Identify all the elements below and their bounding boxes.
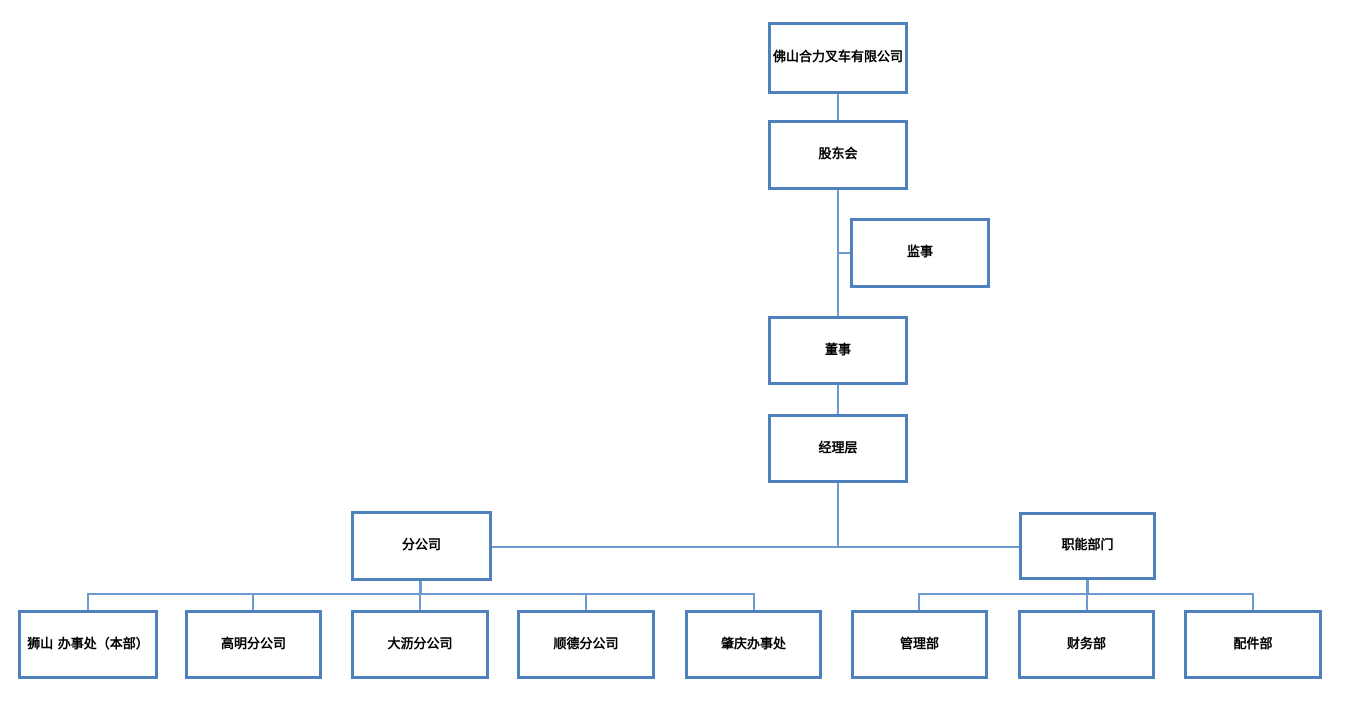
org-node-supervisor: 监事: [850, 218, 990, 288]
org-node-dali-label: 大沥分公司: [387, 636, 453, 652]
org-node-management-label: 经理层: [818, 440, 858, 456]
org-node-shishan-label: 狮山 办事处（本部）: [27, 636, 149, 652]
org-node-shunde-label: 顺德分公司: [553, 636, 619, 652]
connector-management-cross: [837, 483, 839, 548]
org-node-director-label: 董事: [824, 342, 851, 358]
connector-stub-shunde: [585, 593, 587, 610]
org-node-supervisor-label: 监事: [906, 245, 933, 261]
org-node-zhaoqing: 肇庆办事处: [685, 610, 822, 679]
connector-stub-gaoming: [252, 593, 254, 610]
org-node-admin: 管理部: [851, 610, 988, 679]
org-node-gaoming: 高明分公司: [185, 610, 322, 679]
connector-company-shareholders: [837, 94, 839, 120]
org-node-dali: 大沥分公司: [351, 610, 489, 679]
connector-stub-shishan: [87, 593, 89, 610]
connector-supervisor-stub: [837, 252, 850, 254]
org-node-parts: 配件部: [1184, 610, 1322, 679]
org-node-shareholders-label: 股东会: [818, 147, 858, 163]
org-node-management: 经理层: [768, 414, 908, 483]
connector-stub-parts: [1252, 593, 1254, 610]
connector-stub-finance: [1086, 593, 1088, 610]
connector-director-management: [837, 385, 839, 414]
org-node-branches: 分公司: [351, 511, 492, 581]
org-node-functional: 职能部门: [1019, 512, 1156, 580]
org-node-zhaoqing-label: 肇庆办事处: [720, 636, 786, 652]
connector-branches-rail: [87, 593, 755, 595]
connector-cross-bar: [492, 546, 1019, 548]
connector-stub-admin: [918, 593, 920, 610]
connector-functional-drop: [1086, 580, 1089, 593]
org-node-admin-label: 管理部: [899, 636, 939, 652]
org-node-company: 佛山合力叉车有限公司: [768, 22, 908, 94]
org-node-shareholders: 股东会: [768, 120, 908, 190]
org-node-functional-label: 职能部门: [1061, 538, 1114, 554]
org-node-parts-label: 配件部: [1233, 636, 1273, 652]
org-node-branches-label: 分公司: [401, 538, 441, 554]
org-node-company-label: 佛山合力叉车有限公司: [773, 50, 904, 66]
org-node-director: 董事: [768, 316, 908, 385]
org-node-shishan: 狮山 办事处（本部）: [18, 610, 158, 679]
org-node-shunde: 顺德分公司: [517, 610, 655, 679]
connector-branches-drop: [419, 581, 422, 593]
org-node-gaoming-label: 高明分公司: [220, 636, 286, 652]
org-node-finance: 财务部: [1018, 610, 1155, 679]
connector-stub-dali: [419, 593, 421, 610]
connector-stub-zhaoqing: [753, 593, 755, 610]
org-node-finance-label: 财务部: [1066, 636, 1106, 652]
